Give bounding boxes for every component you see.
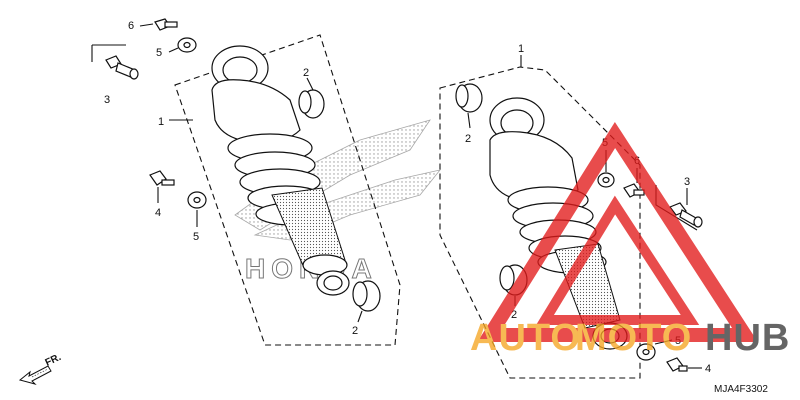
watermark-triangle-outer — [477, 121, 758, 342]
right-shock-top-mount — [489, 97, 545, 143]
left-bolt-3 — [91, 44, 139, 80]
left-washer-lower — [187, 191, 207, 227]
front-label: FR. — [44, 352, 63, 369]
automotohub-watermark: AUTO MOTO HUB — [470, 121, 790, 359]
right-washer-lower — [636, 339, 673, 361]
front-direction-indicator: FR. — [18, 352, 63, 385]
left-shock-lower-mount — [316, 270, 350, 296]
callout-right-2b: 2 — [511, 309, 517, 321]
left-shock-body — [211, 79, 301, 144]
watermark-triangle-inner — [536, 195, 700, 325]
callout-right-3: 3 — [684, 176, 690, 188]
right-bolt-3 — [655, 185, 703, 231]
callout-right-2a: 2 — [465, 133, 471, 145]
callout-left-5a: 5 — [156, 47, 162, 59]
right-bolt-6 — [623, 168, 645, 198]
watermark-text-auto: AUTO — [470, 317, 581, 359]
left-bushing-lower — [352, 280, 381, 323]
left-bolt-6 — [154, 18, 178, 31]
watermark-text-moto: MOTO — [575, 317, 692, 359]
left-washer-upper — [177, 37, 197, 53]
left-bushing-upper — [298, 77, 325, 119]
callout-left-4: 4 — [155, 207, 161, 219]
left-shock-damper — [271, 187, 348, 276]
callout-left-3: 3 — [104, 94, 110, 106]
leader-left-5 — [168, 47, 179, 53]
callout-right-4: 4 — [705, 363, 711, 375]
callout-left-5b: 5 — [193, 231, 199, 243]
leader-left-6 — [139, 23, 154, 27]
diagram-code: MJA4F3302 — [714, 384, 768, 395]
left-assembly-boundary — [174, 34, 401, 346]
left-shock-assembly: 6 5 3 1 2 4 5 2 — [91, 18, 401, 346]
callout-left-2b: 2 — [352, 325, 358, 337]
right-bushing-upper — [455, 83, 483, 129]
watermark-text-hub: HUB — [705, 317, 790, 359]
callout-left-2a: 2 — [303, 67, 309, 79]
callout-right-1: 1 — [518, 43, 524, 55]
callout-left-6: 6 — [128, 20, 134, 32]
right-nut-4 — [666, 357, 702, 372]
callout-left-1: 1 — [158, 116, 164, 128]
left-nut-4 — [149, 170, 175, 203]
